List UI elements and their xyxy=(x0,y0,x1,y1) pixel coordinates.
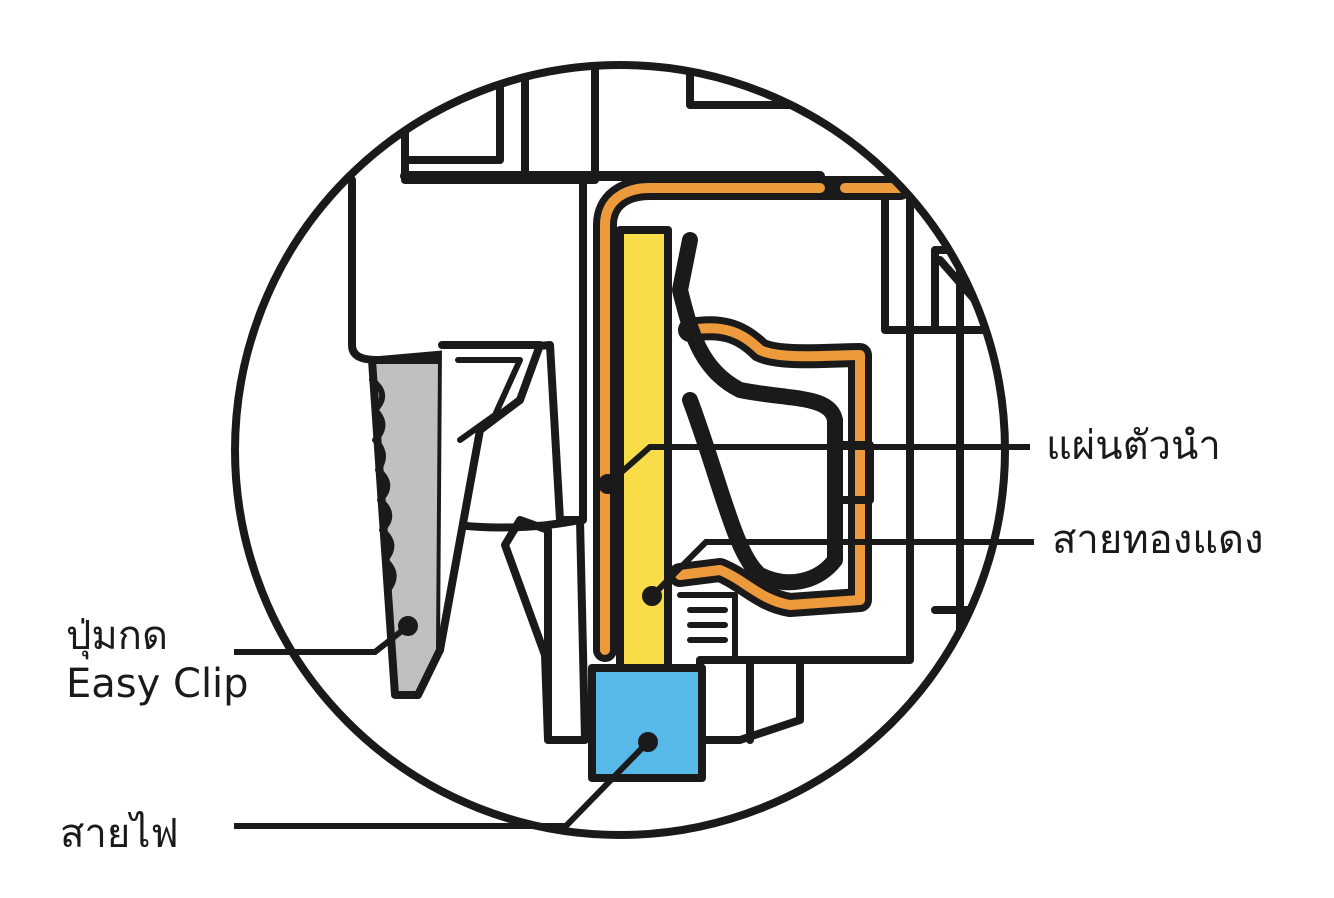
spring-clip xyxy=(672,232,843,591)
housing-right-detail xyxy=(746,176,914,744)
button-ridges xyxy=(369,377,397,593)
magnified-view xyxy=(348,67,1003,833)
power-wire xyxy=(588,664,706,782)
leader-easy-clip xyxy=(234,623,410,655)
button-lever-inner xyxy=(455,357,523,443)
leader-copper-wire xyxy=(649,539,1034,599)
button-lever xyxy=(436,341,544,654)
label-copper-wire: สายทองแดง xyxy=(1052,517,1264,563)
leader-power-wire xyxy=(234,739,651,829)
housing-right xyxy=(881,176,964,833)
label-conductor-plate: แผ่นตัวนำ xyxy=(1046,423,1221,469)
label-easy-clip-button-name: Easy Clip xyxy=(66,661,249,707)
label-power-wire: สายไฟ xyxy=(60,811,179,857)
wire-strands xyxy=(677,592,738,663)
leader-conductor-plate xyxy=(606,444,1030,487)
dot-conductor-plate xyxy=(598,474,618,494)
dot-easy-clip xyxy=(398,616,418,636)
dot-power-wire xyxy=(638,732,658,752)
callouts xyxy=(234,444,1034,829)
copper-wire xyxy=(600,183,905,655)
label-easy-clip-button: ปุ่มกด xyxy=(66,613,168,659)
dot-copper-wire xyxy=(642,586,662,606)
